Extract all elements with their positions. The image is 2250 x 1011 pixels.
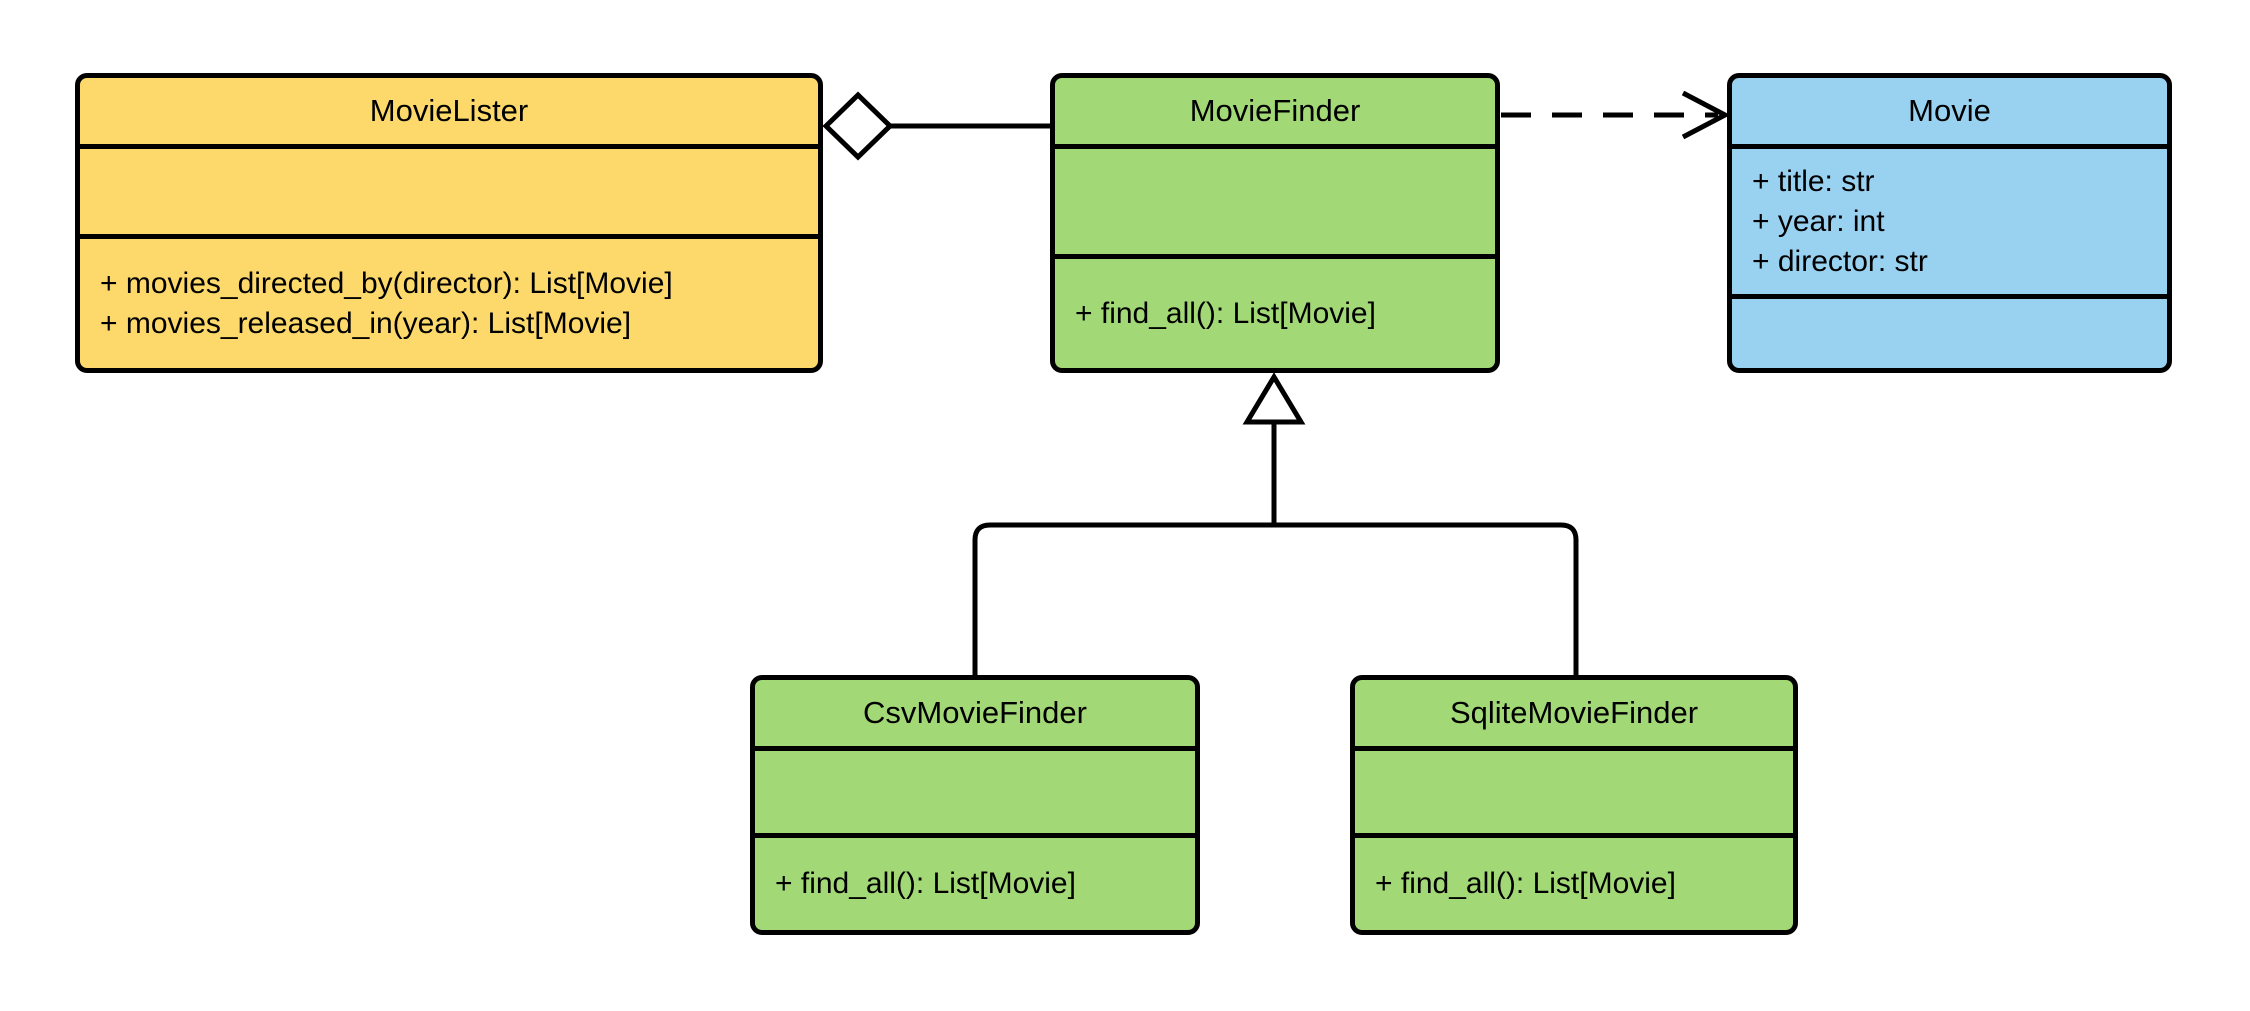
attributes-section [1355,746,1793,833]
attribute-label: + year: int [1752,204,1885,238]
method-label: + find_all(): List[Movie] [775,867,1076,900]
class-name-label: MovieFinder [1189,93,1361,128]
methods-section: + find_all(): List[Movie] [1055,254,1495,368]
class-header-moviefinder: MovieFinder [1055,78,1495,144]
attributes-section [1055,144,1495,254]
methods-section: + find_all(): List[Movie] [1355,833,1793,930]
attributes-section [80,144,818,234]
method-label: + find_all(): List[Movie] [1375,867,1676,900]
dependency-open-arrow-icon [1681,90,1731,140]
class-box-csvmoviefinder: CsvMovieFinder + find_all(): List[Movie] [750,675,1200,935]
attribute-label: + director: str [1752,244,1928,278]
generalization-branch-right [1274,522,1579,678]
attribute-label: + title: str [1752,164,1875,198]
methods-section: + movies_directed_by(director): List[Mov… [80,234,818,368]
class-header-movielister: MovieLister [80,78,818,144]
methods-section: + find_all(): List[Movie] [755,833,1195,930]
class-header-sqlitemoviefinder: SqliteMovieFinder [1355,680,1793,746]
methods-section [1732,294,2167,368]
aggregation-diamond-icon [822,91,894,161]
class-header-csvmoviefinder: CsvMovieFinder [755,680,1195,746]
attributes-section: + title: str + year: int + director: str [1732,144,2167,294]
class-box-movie: Movie + title: str + year: int + directo… [1727,73,2172,373]
class-box-movielister: MovieLister + movies_directed_by(directo… [75,73,823,373]
class-name-label: SqliteMovieFinder [1449,695,1699,730]
class-name-label: Movie [1908,93,1991,128]
method-label: + movies_released_in(year): List[Movie] [100,306,632,340]
class-name-label: CsvMovieFinder [863,695,1087,730]
class-box-sqlitemoviefinder: SqliteMovieFinder + find_all(): List[Mov… [1350,675,1798,935]
class-name-label: MovieLister [369,93,529,128]
generalization-branch-left [972,522,1274,678]
class-header-movie: Movie [1732,78,2167,144]
method-label: + movies_directed_by(director): List[Mov… [100,266,673,300]
class-box-moviefinder: MovieFinder + find_all(): List[Movie] [1050,73,1500,373]
method-label: + find_all(): List[Movie] [1075,296,1376,330]
attributes-section [755,746,1195,833]
generalization-triangle-icon [1242,372,1306,425]
